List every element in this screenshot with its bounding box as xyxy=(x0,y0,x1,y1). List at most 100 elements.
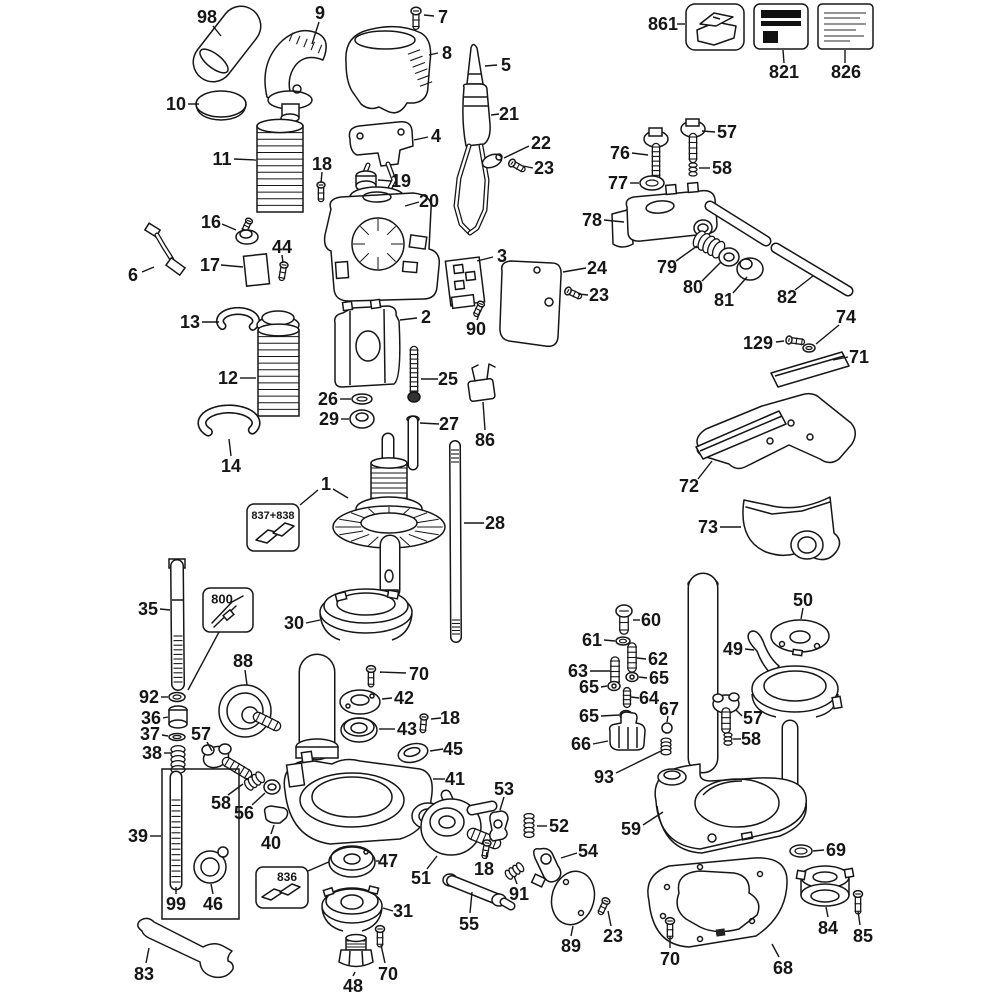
part-shape xyxy=(701,261,722,282)
part-shape xyxy=(233,763,241,773)
part-shape xyxy=(482,401,486,431)
part-shape xyxy=(761,21,801,26)
part-shape xyxy=(343,717,375,737)
part-shape xyxy=(194,7,260,81)
part-number-label: 74 xyxy=(836,307,856,327)
part-number-label: 42 xyxy=(394,688,414,708)
part-shape xyxy=(648,127,663,137)
part-shape xyxy=(723,740,733,746)
part-shape xyxy=(285,762,306,788)
part-number-label: 79 xyxy=(657,257,677,277)
part-number-label: 861 xyxy=(648,14,678,34)
part-number-label: 45 xyxy=(443,739,463,759)
part-shape xyxy=(666,715,669,723)
part-shape xyxy=(397,128,405,136)
part-shape xyxy=(805,345,813,351)
part-number-label: 16 xyxy=(201,212,221,232)
part-shape xyxy=(386,252,397,263)
part-shape xyxy=(311,776,393,818)
part-shape xyxy=(450,293,476,310)
part-shape xyxy=(363,849,369,855)
part-shape xyxy=(193,850,227,884)
part-shape xyxy=(600,685,608,688)
part-shape xyxy=(686,181,700,194)
part-shape xyxy=(401,260,419,274)
part-number-label: 28 xyxy=(485,513,505,533)
part-shape xyxy=(745,501,831,515)
part-shape xyxy=(603,219,625,223)
part-shape xyxy=(413,136,429,141)
part-shape xyxy=(200,857,220,877)
part-shape xyxy=(367,885,380,895)
part-shape xyxy=(168,719,188,729)
part-shape xyxy=(775,340,785,343)
part-number-label: 821 xyxy=(769,62,799,82)
part-shape xyxy=(410,55,423,62)
part-shape xyxy=(288,32,294,42)
part-number-label: 38 xyxy=(142,743,162,763)
part-shape xyxy=(352,971,356,977)
part-shape xyxy=(368,536,379,546)
part-number-label: 39 xyxy=(128,826,148,846)
part-shape xyxy=(638,676,648,679)
part-shape xyxy=(351,217,405,271)
part-shape xyxy=(343,853,361,865)
part-shape xyxy=(732,276,748,294)
part-shape xyxy=(334,590,348,603)
part-shape xyxy=(430,717,442,720)
part-number-label: 61 xyxy=(582,630,602,650)
part-shape xyxy=(199,48,229,74)
part-number-label: 54 xyxy=(578,841,598,861)
part-shape xyxy=(468,802,496,814)
part-shape xyxy=(533,847,562,883)
part-shape xyxy=(592,740,609,745)
part-shape xyxy=(570,925,574,937)
part-shape xyxy=(279,271,287,274)
part-number-label: 78 xyxy=(582,210,602,230)
part-shape xyxy=(510,161,514,165)
part-shape xyxy=(270,824,275,835)
part-shape xyxy=(377,179,392,182)
part-shape xyxy=(341,300,354,312)
part-shape xyxy=(715,928,726,937)
part-shape xyxy=(484,842,490,844)
part-shape xyxy=(325,887,379,915)
part-shape xyxy=(228,760,236,770)
part-shape xyxy=(694,778,780,828)
part-number-label: 63 xyxy=(568,661,588,681)
part-shape xyxy=(296,35,301,45)
part-number-label: 800 xyxy=(211,592,233,607)
part-shape xyxy=(782,49,785,64)
part-shape xyxy=(263,805,289,824)
part-shape xyxy=(815,324,840,345)
part-shape xyxy=(279,883,301,896)
part-shape xyxy=(217,846,229,858)
part-shape xyxy=(300,750,314,764)
part-shape xyxy=(345,25,432,114)
part-shape xyxy=(227,783,244,796)
part-number-label: 36 xyxy=(141,708,161,728)
part-shape xyxy=(226,692,264,730)
part-number-label: 65 xyxy=(579,677,599,697)
part-shape xyxy=(254,713,280,730)
part-shape xyxy=(348,950,351,967)
part-number-label: 73 xyxy=(698,517,718,537)
part-shape xyxy=(360,512,418,534)
part-number-label: 49 xyxy=(723,639,743,659)
part-shape xyxy=(336,592,396,616)
part-number-label: 70 xyxy=(378,964,398,984)
part-number-label: 62 xyxy=(648,649,668,669)
part-shape xyxy=(728,692,740,702)
part-shape xyxy=(572,290,577,298)
part-shape xyxy=(382,907,394,912)
part-shape xyxy=(522,165,534,169)
part-shape xyxy=(256,125,304,213)
part-shape xyxy=(770,619,830,653)
part-shape xyxy=(636,657,647,660)
part-shape xyxy=(825,906,829,918)
part-shape xyxy=(544,297,554,307)
part-shape xyxy=(469,891,473,914)
part-shape xyxy=(723,252,735,262)
part-number-label: 44 xyxy=(272,237,292,257)
part-number-label: 46 xyxy=(203,894,223,914)
